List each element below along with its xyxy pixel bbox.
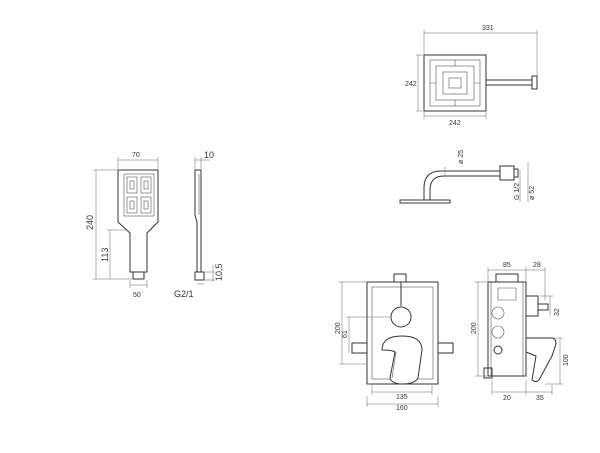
dim-10-label: 10	[204, 150, 214, 160]
head-pattern-core	[448, 77, 462, 89]
dim-160-line	[366, 396, 439, 407]
dim-135-line	[371, 385, 433, 395]
mixer-side-lever	[525, 337, 557, 383]
hand-connector	[132, 271, 145, 280]
dim-d52-label: ø 52	[529, 186, 536, 200]
mixer-side-port-2	[491, 325, 505, 339]
dim-side-lines	[519, 162, 529, 202]
mixer-side-cartridge-stem	[538, 303, 549, 311]
hand-outline	[117, 169, 159, 273]
head-pattern-mid	[435, 65, 475, 101]
dim-35-line	[526, 385, 553, 395]
dim-32-label: 32	[554, 308, 561, 316]
dim-242h-line	[416, 54, 423, 112]
dim-85-label: 85	[503, 262, 511, 269]
dim-331-label: 331	[482, 25, 494, 32]
mixer-lever-handle	[381, 335, 423, 385]
dim-100-line	[545, 337, 563, 385]
dim-200-label: 200	[335, 322, 342, 334]
dim-side-200-line	[475, 281, 487, 377]
mixer-side-port-3	[493, 345, 503, 355]
mixer-side-cartridge	[525, 295, 539, 317]
dim-135-label: 135	[396, 394, 408, 401]
hand-grid-4	[140, 196, 152, 214]
mixer-side-view: 85 28 200 32 100 20 35	[471, 262, 570, 402]
dim-28-label: 28	[533, 262, 541, 269]
head-pattern-outer	[429, 59, 481, 107]
mixer-right-stub	[437, 342, 454, 354]
dim-242w-label: 242	[449, 120, 461, 127]
hand-side-outline	[194, 169, 202, 273]
hand-shower-front-view: 70 240 113 50	[85, 152, 159, 299]
dim-d25-label: ø 25	[458, 150, 465, 164]
hand-grid-8	[143, 200, 149, 210]
dim-28-line	[526, 267, 546, 300]
dim-160-label: 160	[396, 405, 408, 412]
dim-61-line	[346, 316, 390, 353]
dim-70-label: 70	[132, 152, 140, 159]
hand-grid-6	[143, 180, 149, 190]
mixer-front-view: 200 61 135 160	[335, 273, 454, 412]
dim-100-label: 100	[563, 354, 570, 366]
dim-side-200-label: 200	[471, 322, 478, 334]
hand-grid-2	[140, 176, 152, 194]
dim-85-line	[487, 267, 527, 281]
mixer-side-label-panel	[497, 287, 517, 301]
mixer-side-port-1	[491, 306, 505, 320]
head-side-arm-inner	[429, 175, 500, 200]
head-side-plate	[399, 199, 451, 204]
dim-61-label: 61	[342, 330, 349, 338]
head-side-thread	[513, 168, 519, 178]
mixer-side-base-stub	[483, 367, 493, 379]
dim-50-line	[129, 280, 148, 288]
head-arm-flange	[531, 75, 538, 90]
mixer-side-box	[487, 281, 527, 377]
hand-grid-3	[126, 196, 138, 214]
dim-20-line	[491, 380, 527, 395]
dim-240-label: 240	[85, 215, 95, 230]
shower-head-side-view: ø 25 G 1/2 ø 52	[399, 150, 536, 204]
dim-g12-label: G 1/2	[514, 183, 521, 200]
hand-grid-5	[129, 180, 135, 190]
dim-240-line	[93, 169, 132, 280]
dim-10-line	[194, 157, 210, 169]
dim-200-line	[339, 281, 366, 365]
mixer-side-walls	[490, 282, 524, 376]
head-side-flange	[499, 165, 515, 181]
head-pattern-inner	[442, 71, 468, 95]
mixer-side-top-cap	[495, 273, 519, 283]
dim-113-label: 113	[100, 248, 110, 262]
mixer-left-stub	[351, 342, 368, 354]
hand-grid-1	[126, 176, 138, 194]
dim-105-label: 10,5	[214, 263, 224, 281]
dim-105-line	[205, 265, 215, 282]
dim-50-label: 50	[133, 292, 141, 299]
hand-grid-7	[129, 200, 135, 210]
head-pattern-ribs	[430, 60, 480, 106]
hand-face	[123, 173, 155, 217]
dim-242h-label: 242	[405, 81, 417, 88]
mixer-top-stub	[393, 273, 407, 283]
dim-331-line	[423, 30, 538, 75]
dim-35-label: 35	[536, 395, 544, 402]
mixer-lever-edge	[391, 351, 397, 379]
head-arm	[486, 79, 533, 86]
dim-242w-line	[423, 112, 487, 119]
dim-32-line	[540, 295, 553, 316]
hand-shower-side-view: 10 10,5 G2/1	[174, 150, 224, 299]
hand-side-connector	[194, 271, 205, 281]
dim-70-line	[117, 157, 159, 169]
dim-g2-label: G2/1	[174, 289, 194, 299]
dim-20-label: 20	[503, 395, 511, 402]
head-side-arm-outer	[423, 170, 500, 200]
shower-head-top-view: 331 242 242	[405, 25, 538, 127]
head-outline	[423, 54, 487, 112]
dim-113-line	[107, 229, 125, 279]
mixer-diverter-knob	[390, 306, 412, 328]
